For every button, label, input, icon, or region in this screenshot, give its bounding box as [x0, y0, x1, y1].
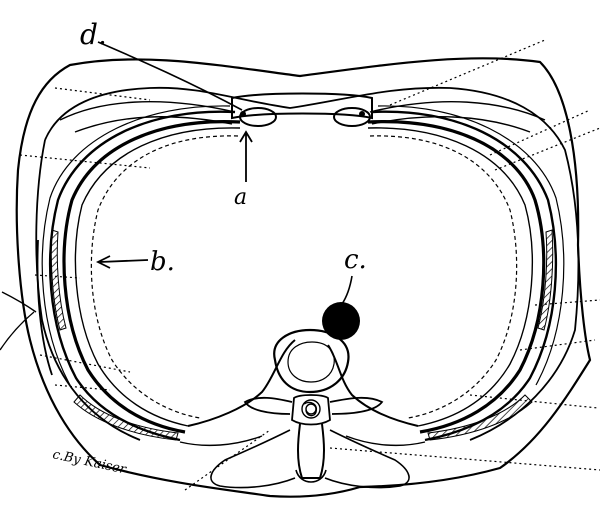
artist-signature: c.By Kaiser — [51, 447, 128, 477]
label-b: b. — [150, 247, 175, 277]
spinal-cord — [302, 400, 320, 418]
label-a: a — [234, 185, 247, 210]
label-b-arrow — [98, 256, 148, 268]
posterior-muscle-left — [180, 436, 262, 445]
internal-thoracic-vessel-left — [240, 108, 276, 126]
rib-hatch-right-lower — [428, 395, 532, 440]
aorta-mass — [322, 302, 360, 340]
vertebral-body-inner — [288, 342, 334, 382]
spinous-process — [298, 424, 324, 478]
left-pleural-layers — [42, 106, 240, 440]
label-a-arrow — [240, 132, 252, 182]
label-c: c. — [344, 245, 367, 275]
paraspinal-muscle-right — [325, 430, 409, 488]
label-c-pointer — [342, 276, 352, 304]
right-lung-edge — [370, 136, 517, 418]
vessel-dot-right — [359, 111, 365, 117]
label-d-pointer — [98, 42, 242, 110]
right-pleural-layers — [368, 106, 564, 440]
label-d: d. — [80, 18, 107, 51]
vessel-dot-left — [240, 111, 246, 117]
